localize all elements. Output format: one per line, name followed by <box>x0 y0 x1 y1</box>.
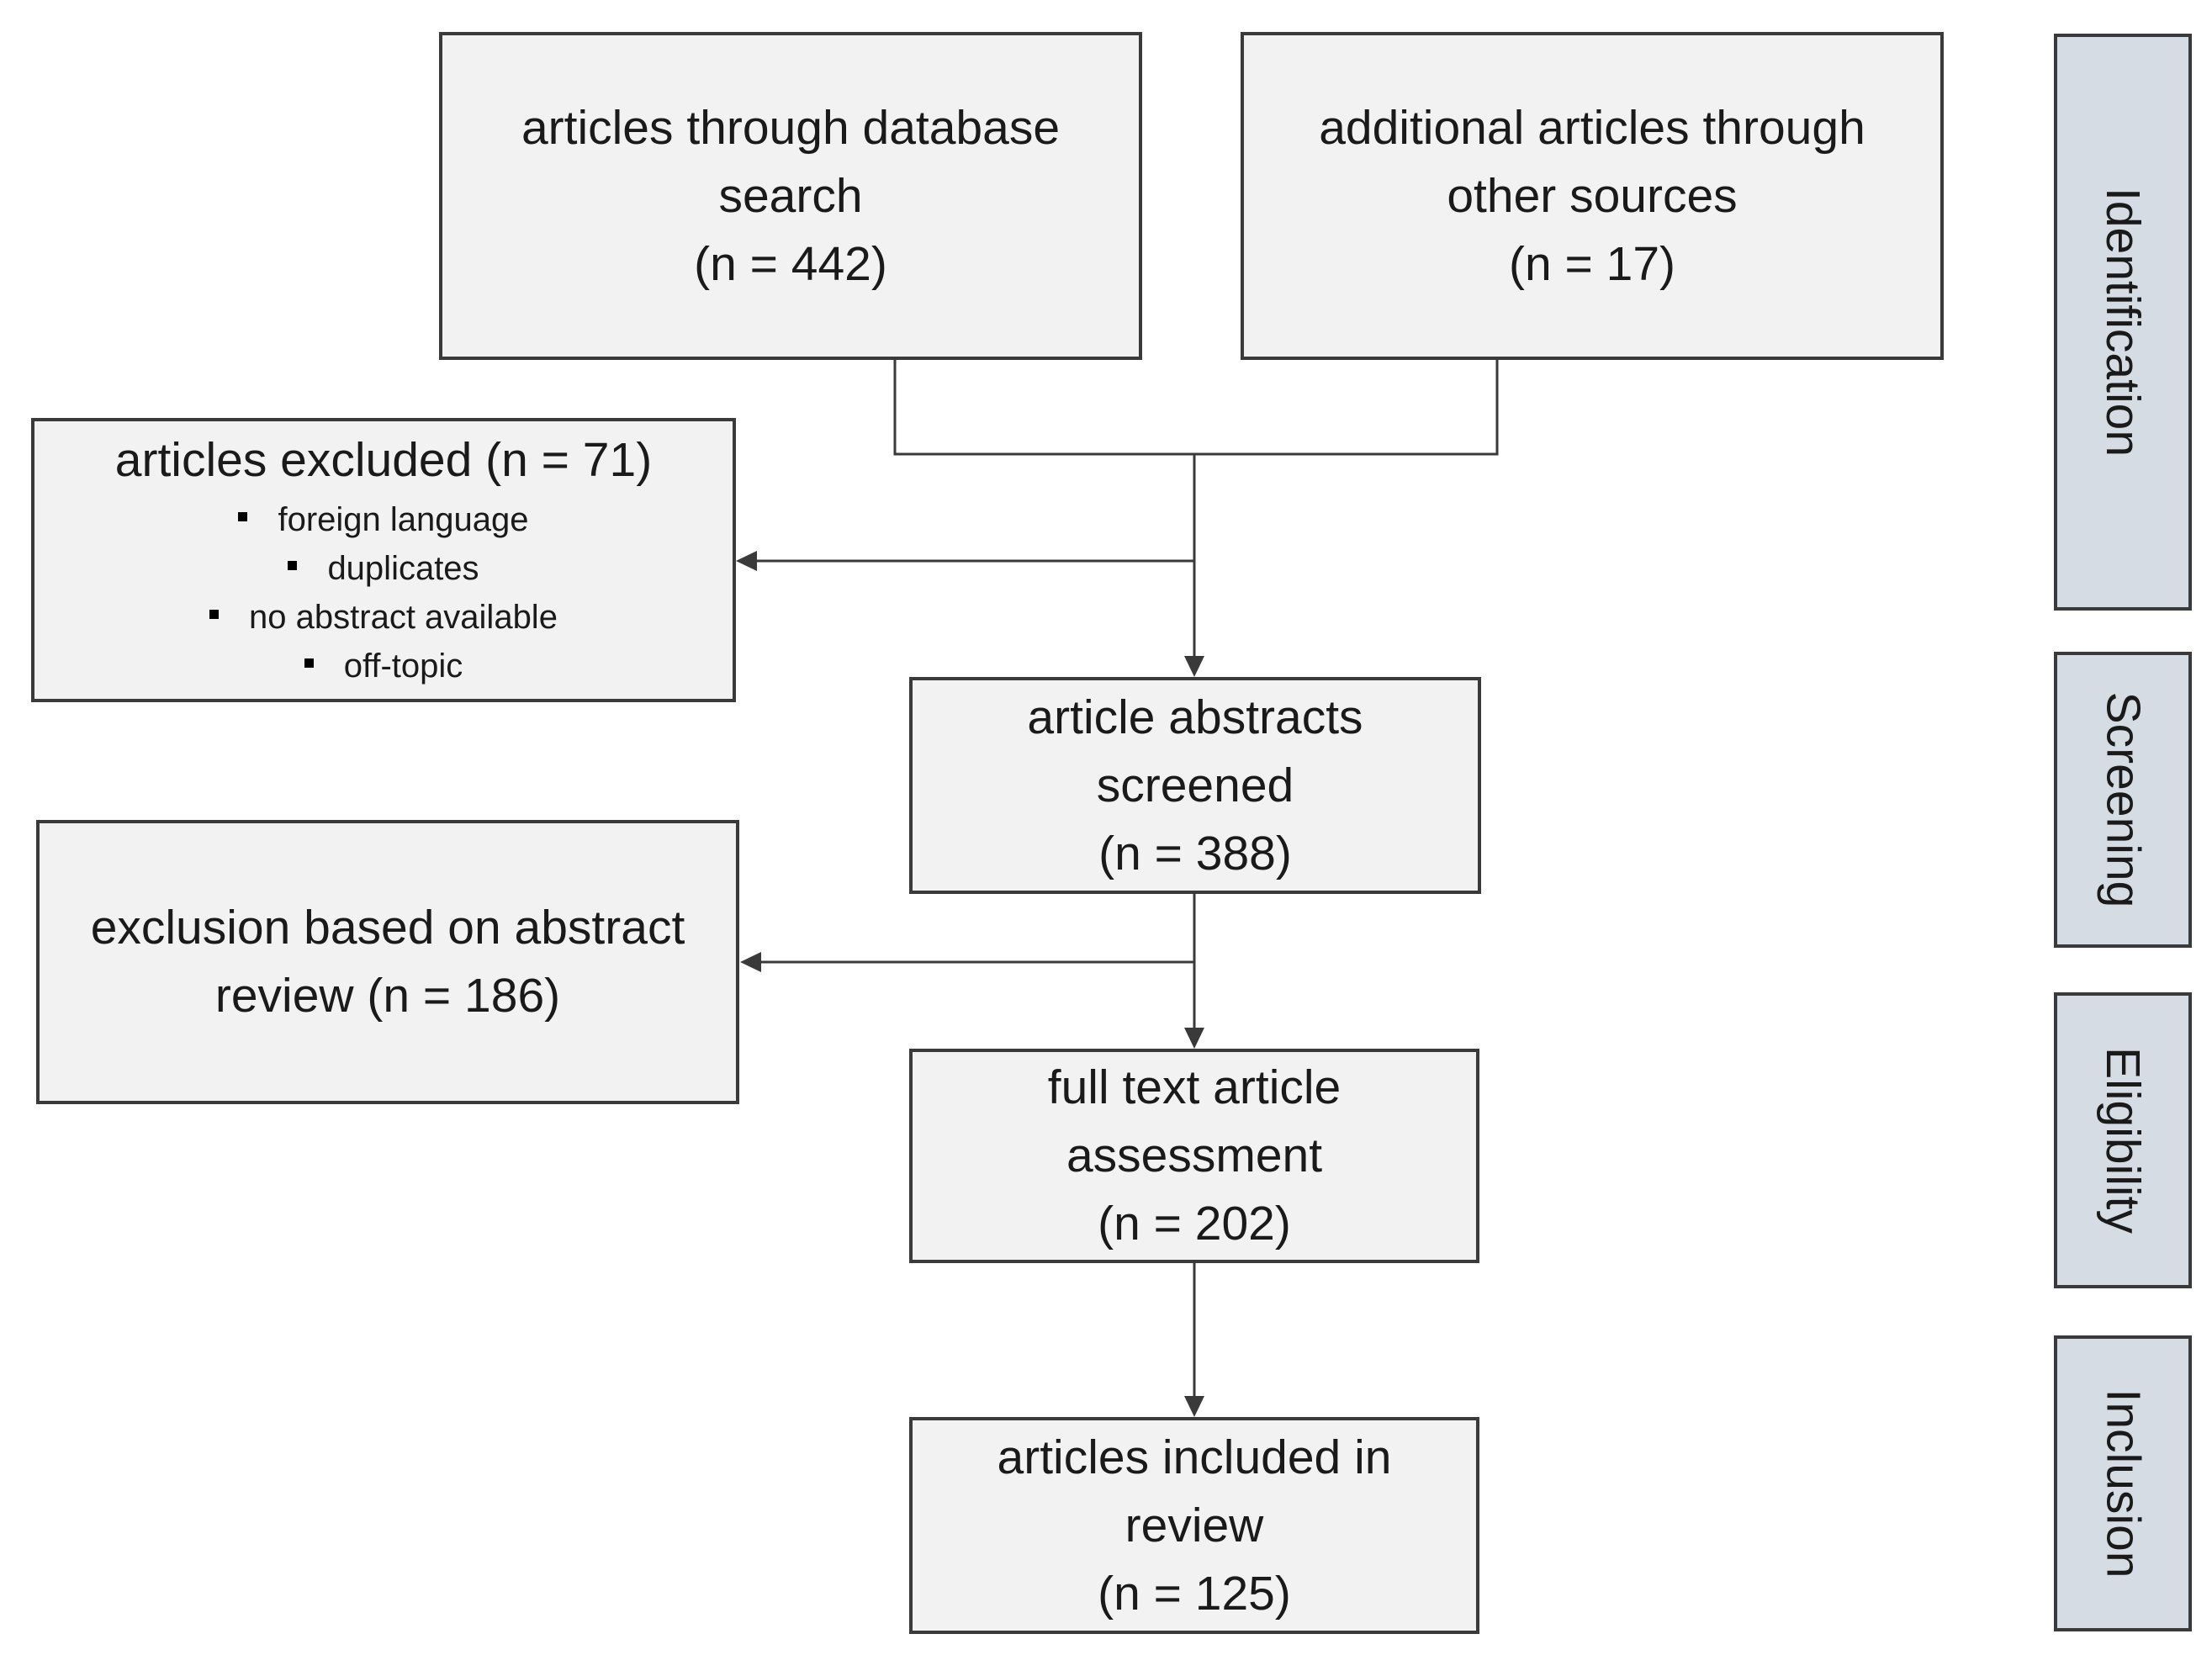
exclusion-reason-item: no abstract available <box>209 593 558 642</box>
phase-eligibility: Eligibility <box>2054 992 2192 1288</box>
exclusion-reason-item: off-topic <box>209 642 558 690</box>
arrowheads <box>736 551 1204 1417</box>
phase-identification-label: Identification <box>2096 187 2151 457</box>
merge-connector <box>893 360 1499 456</box>
arrowhead-fulltext <box>1184 1028 1204 1049</box>
exclusion-reason-text: foreign language <box>278 501 529 538</box>
other-sources-box: additional articles through other source… <box>1241 32 1944 360</box>
phase-inclusion-label: Inclusion <box>2096 1388 2150 1578</box>
exclusion-reason-text: duplicates <box>327 550 479 587</box>
abstracts-screened-line-2: screened <box>1096 758 1294 812</box>
full-text-assessment-box: full text article assessment (n = 202) <box>909 1049 1479 1263</box>
full-text-line-1: full text article <box>1047 1060 1341 1114</box>
full-text-count: (n = 202) <box>1098 1197 1291 1251</box>
abstracts-screened-line-1: article abstracts <box>1027 690 1363 744</box>
abstract-exclusion-line-1: exclusion based on abstract <box>90 901 685 954</box>
articles-included-count: (n = 125) <box>1098 1566 1291 1621</box>
phase-identification: Identification <box>2054 34 2192 611</box>
phase-screening-label: Screening <box>2096 691 2151 908</box>
bullet-square-icon <box>288 560 298 570</box>
exclusion-reasons-list: foreign language duplicates no abstract … <box>209 495 558 690</box>
database-search-line-2: search <box>718 168 863 223</box>
bullet-square-icon <box>304 658 314 668</box>
database-search-line-1: articles through database <box>521 100 1061 155</box>
connector-group <box>757 360 1499 1396</box>
bullet-square-icon <box>209 609 220 619</box>
articles-included-box: articles included in review (n = 125) <box>909 1417 1479 1634</box>
phase-inclusion: Inclusion <box>2054 1335 2192 1631</box>
articles-excluded-title: articles excluded (n = 71) <box>114 433 653 487</box>
other-sources-line-2: other sources <box>1447 168 1738 223</box>
phase-eligibility-label: Eligibility <box>2096 1047 2150 1234</box>
exclusion-reason-item: foreign language <box>209 495 558 544</box>
exclusion-reason-text: no abstract available <box>249 599 558 636</box>
articles-included-line-2: review <box>1125 1498 1264 1552</box>
arrowhead-included <box>1184 1396 1204 1417</box>
arrowhead-abstract-exclusion <box>740 952 761 972</box>
other-sources-count: (n = 17) <box>1508 236 1676 291</box>
articles-included-line-1: articles included in <box>997 1430 1392 1484</box>
arrowhead-screened <box>1184 656 1204 677</box>
abstracts-screened-count: (n = 388) <box>1098 826 1292 880</box>
bullet-square-icon <box>238 511 248 521</box>
abstracts-screened-box: article abstracts screened (n = 388) <box>909 677 1481 894</box>
database-search-box: articles through database search (n = 44… <box>439 32 1142 360</box>
exclusion-reason-text: off-topic <box>343 648 463 685</box>
exclusion-reason-item: duplicates <box>209 544 558 593</box>
full-text-line-2: assessment <box>1066 1129 1323 1182</box>
abstract-exclusion-line-2: review (n = 186) <box>214 969 561 1023</box>
phase-screening: Screening <box>2054 652 2192 948</box>
other-sources-line-1: additional articles through <box>1319 100 1865 155</box>
articles-excluded-box: articles excluded (n = 71) foreign langu… <box>31 418 736 702</box>
arrowhead-excluded <box>736 551 757 571</box>
database-search-count: (n = 442) <box>694 236 887 291</box>
abstract-exclusion-box: exclusion based on abstract review (n = … <box>36 820 739 1104</box>
